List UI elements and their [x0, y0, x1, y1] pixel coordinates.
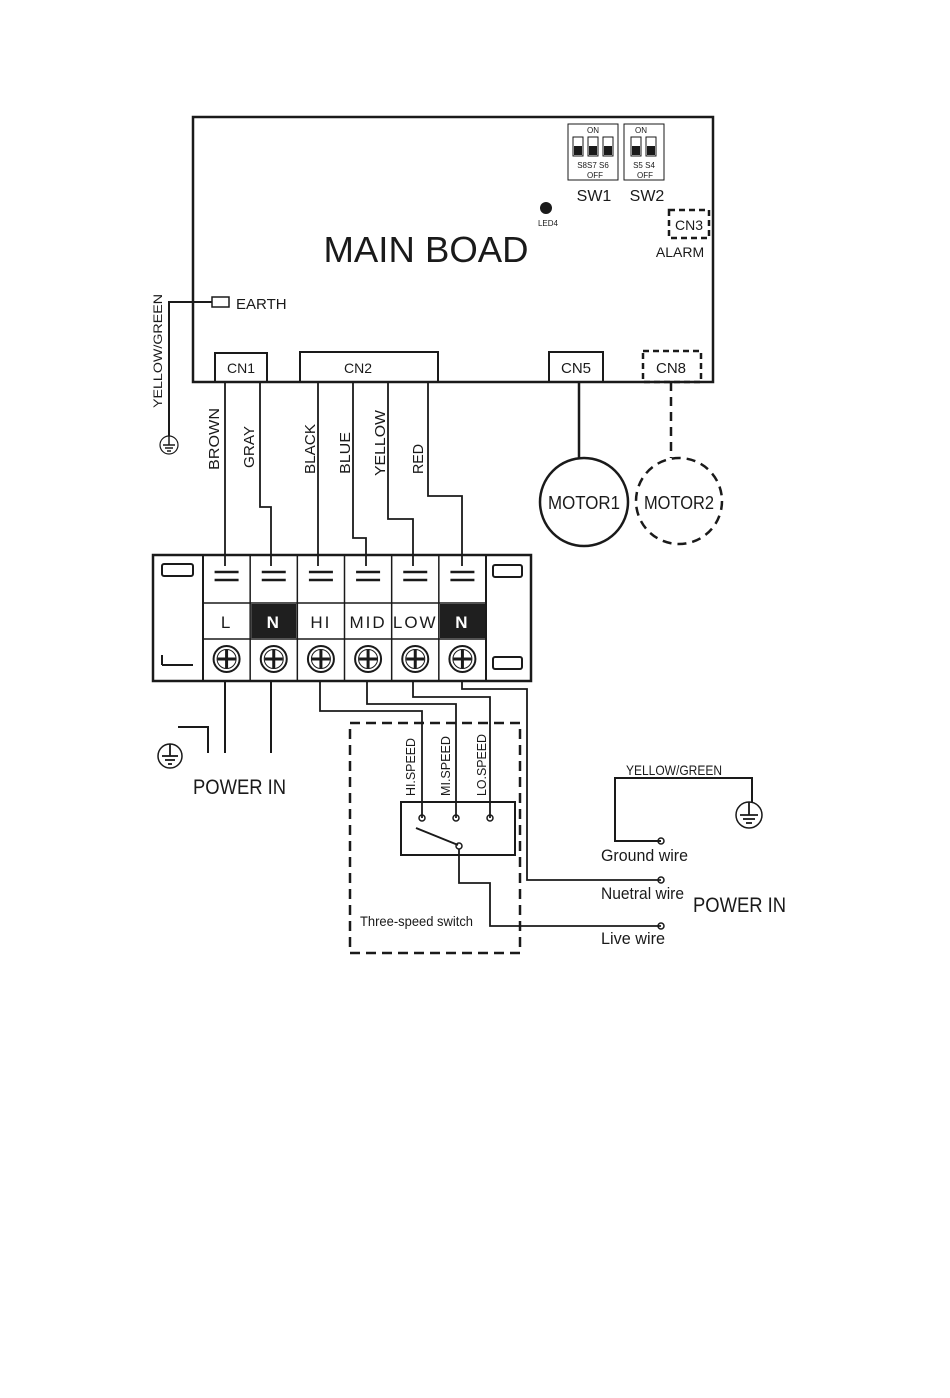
wire-label-yellow: YELLOW	[372, 409, 389, 476]
earth-wire-color-label: YELLOW/GREEN	[151, 294, 165, 408]
sw1-on-label: ON	[587, 126, 599, 135]
board-title: MAIN BOAD	[324, 229, 529, 270]
ground-wire-label: Ground wire	[601, 846, 688, 865]
live-wire-label: Live wire	[601, 929, 665, 948]
three-speed-switch-caption: Three-speed switch	[360, 913, 473, 929]
wire-label-red: RED	[410, 444, 427, 474]
earth-terminal	[212, 297, 229, 307]
board-earth-lead: YELLOW/GREEN	[151, 294, 212, 454]
dip-switch-sw2: ON S5 S4 OFF SW2	[624, 124, 664, 205]
sw2-on-label: ON	[635, 126, 647, 135]
speed-label-mi: MI.SPEED	[438, 736, 453, 796]
cn5-label: CN5	[561, 360, 591, 377]
wire-red	[428, 382, 462, 566]
terminal-label-l: L	[221, 613, 232, 632]
terminal-label-low: LOW	[393, 613, 438, 632]
wire-color-labels: BROWN GRAY BLACK BLUE YELLOW RED	[206, 408, 427, 476]
ground-symbol-icon	[158, 744, 182, 768]
terminal-label-n: N	[455, 613, 469, 632]
sw2-label: SW2	[630, 188, 665, 205]
supply-ground-color-label: YELLOW/GREEN	[626, 762, 722, 778]
speed-label-lo: LO.SPEED	[474, 734, 489, 796]
dip-switch-sw1: ON S8S7 S6 OFF SW1	[568, 124, 618, 205]
earth-label: EARTH	[236, 296, 287, 313]
terminal-label-n: N	[267, 613, 281, 632]
ground-symbol-icon	[160, 436, 178, 454]
wire-gray	[260, 382, 271, 566]
sw1-switch-labels: S8S7 S6	[577, 161, 609, 170]
led4-label: LED4	[538, 219, 559, 228]
terminal-label-mid: MID	[349, 613, 386, 632]
terminal-cells: L N HI MID LOW N	[214, 555, 485, 681]
led4-indicator	[540, 202, 552, 214]
wire-blue	[353, 382, 366, 566]
wire-label-black: BLACK	[302, 424, 319, 474]
wire-label-gray: GRAY	[241, 426, 258, 468]
motor2-label: MOTOR2	[644, 493, 714, 513]
wire-label-brown: BROWN	[206, 408, 223, 470]
sw1-off-label: OFF	[587, 171, 603, 180]
motor1-label: MOTOR1	[548, 493, 620, 513]
ground-symbol-icon	[736, 802, 762, 828]
three-speed-switch: HI.SPEED MI.SPEED LO.SPEED Three-speed s…	[320, 681, 661, 953]
cn2-label: CN2	[344, 360, 372, 376]
terminal-label-hi: HI	[310, 613, 331, 632]
cn3-label: CN3	[675, 217, 703, 233]
terminal-block: L N HI MID LOW N	[153, 555, 531, 681]
supply-power-in: YELLOW/GREEN Ground wire Nuetral wire Li…	[601, 762, 786, 948]
cn1-label: CN1	[227, 360, 255, 376]
left-power-in: POWER IN	[158, 681, 286, 799]
wire-label-blue: BLUE	[337, 432, 354, 474]
power-in-right-label: POWER IN	[693, 894, 786, 917]
power-in-left-label: POWER IN	[193, 776, 286, 799]
main-board: MAIN BOAD ON S8S7 S6 OFF SW1 ON S5 S4 OF…	[193, 117, 713, 382]
sw2-off-label: OFF	[637, 171, 653, 180]
cn8-label: CN8	[656, 360, 686, 377]
sw1-label: SW1	[577, 188, 612, 205]
sw2-switch-labels: S5 S4	[633, 161, 655, 170]
motors: MOTOR1 MOTOR2	[540, 382, 722, 546]
neutral-wire-label: Nuetral wire	[601, 884, 684, 903]
cn3-alarm-label: ALARM	[656, 244, 704, 260]
speed-label-hi: HI.SPEED	[403, 738, 418, 796]
